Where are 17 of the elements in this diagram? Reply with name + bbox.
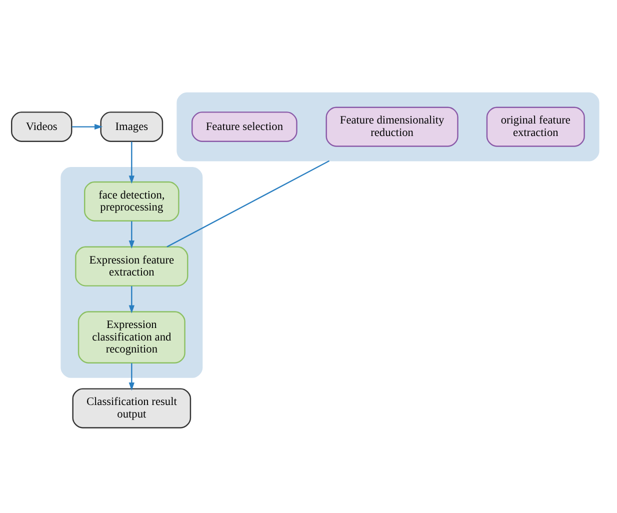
arrow	[128, 286, 134, 313]
node-box: Videos	[11, 111, 72, 142]
cluster	[176, 92, 600, 161]
node-box: Expression classification and recognition	[78, 310, 186, 363]
node-box: original feature extraction	[486, 106, 585, 146]
node-box: Feature dimensionality reduction	[326, 106, 458, 146]
node-box: Classification result output	[72, 388, 192, 428]
arrow	[72, 123, 103, 130]
node-box: Expression feature extraction	[75, 246, 188, 286]
arrow	[128, 220, 134, 248]
arrow	[128, 362, 134, 390]
arrow	[128, 141, 134, 184]
node-box: Images	[100, 111, 164, 142]
node-box: face detection, preprocessing	[84, 180, 180, 221]
connector	[166, 160, 330, 247]
node-box: Feature selection	[191, 111, 298, 142]
cluster	[60, 166, 203, 378]
